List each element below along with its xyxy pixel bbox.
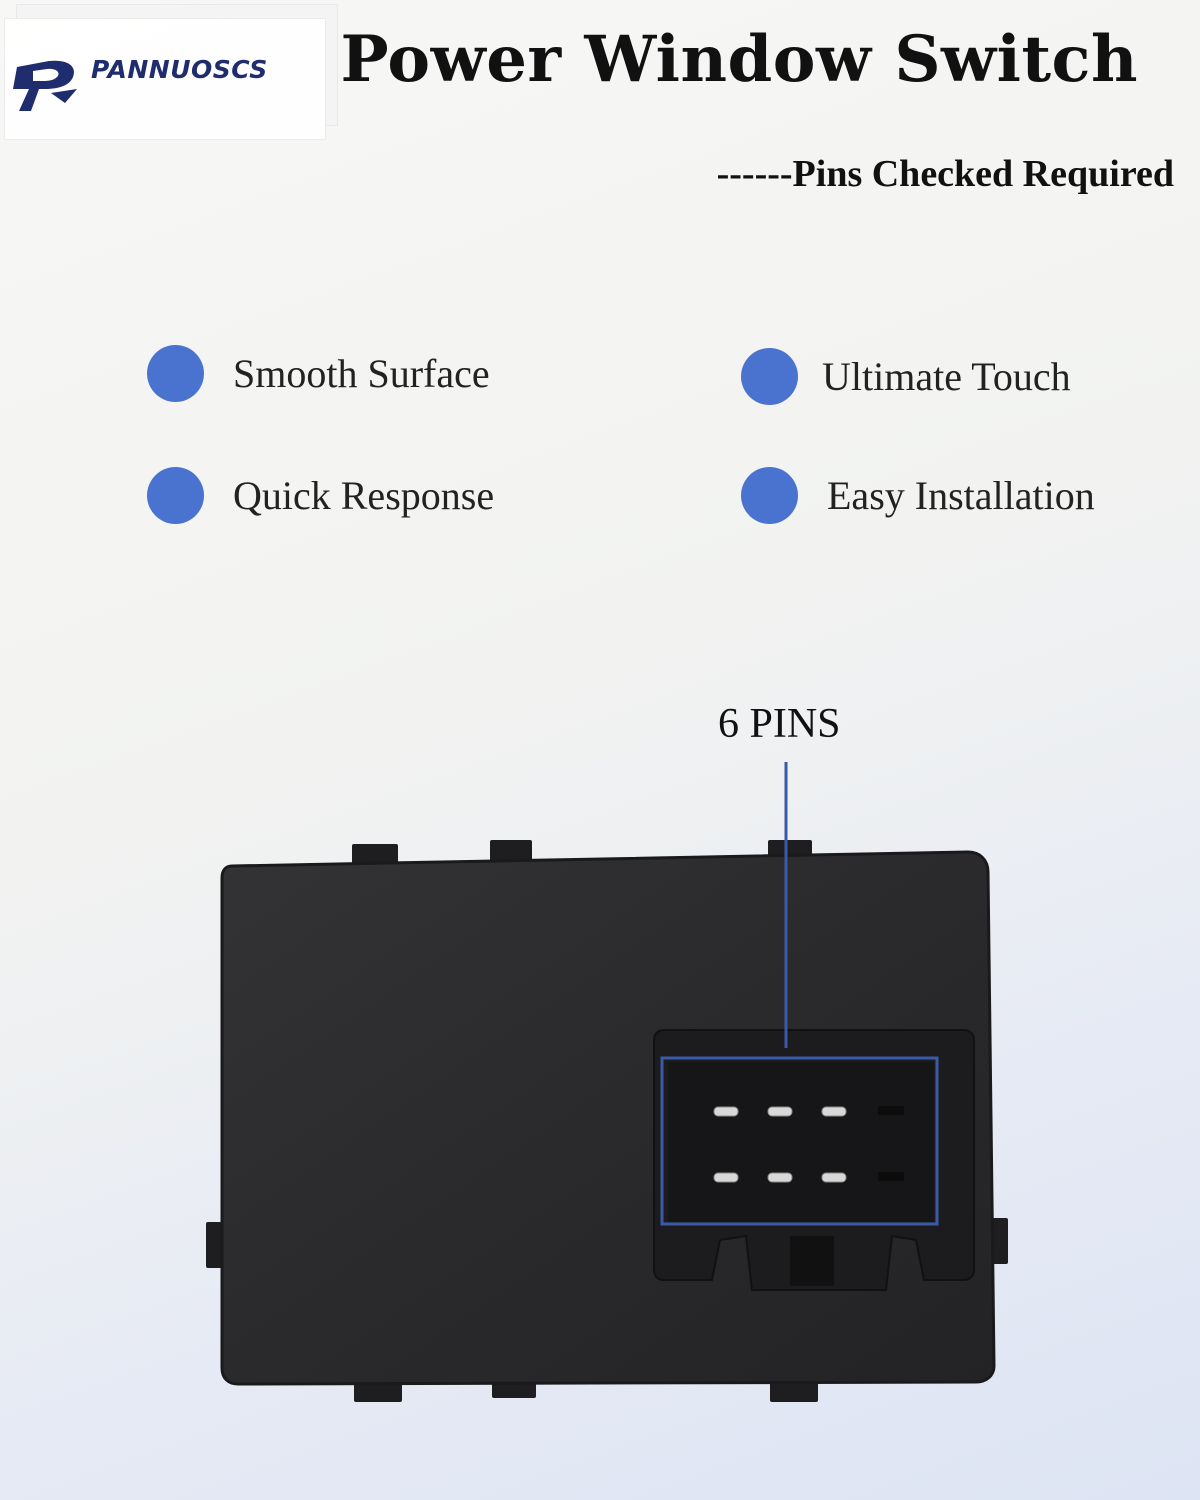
page-subtitle: ------Pins Checked Required: [716, 153, 1174, 195]
pin: [767, 1106, 793, 1117]
bullet-dot-icon: [147, 345, 204, 402]
connector-pins: [713, 1106, 847, 1183]
pins-callout-label: 6 PINS: [718, 701, 841, 747]
bullet-dot-icon: [147, 467, 204, 524]
bullet-dot-icon: [741, 467, 798, 524]
feature-label: Quick Response: [233, 473, 495, 518]
feature-item-quick-response: Quick Response: [147, 467, 494, 524]
callout-highlight-box: [660, 1056, 939, 1226]
feature-item-smooth-surface: Smooth Surface: [147, 345, 490, 402]
pin: [713, 1172, 739, 1183]
brand-name: PANNUOSCS: [91, 55, 268, 84]
housing-clips: [206, 840, 1008, 1402]
empty-pin-slots: [878, 1106, 904, 1181]
connector-socket: [653, 1029, 975, 1291]
feature-label: Ultimate Touch: [822, 354, 1071, 399]
page-title: Power Window Switch: [340, 22, 1138, 97]
pin: [767, 1172, 793, 1183]
feature-label: Smooth Surface: [233, 351, 490, 396]
brand-logo-icon: [13, 60, 77, 111]
pin: [821, 1172, 847, 1183]
pin: [713, 1106, 739, 1117]
brand-logo-card: PANNUOSCS: [4, 18, 326, 140]
bullet-dot-icon: [741, 348, 798, 405]
feature-item-easy-installation: Easy Installation: [741, 467, 1095, 524]
pin: [821, 1106, 847, 1117]
feature-item-ultimate-touch: Ultimate Touch: [741, 348, 1071, 405]
feature-label: Easy Installation: [827, 473, 1095, 518]
